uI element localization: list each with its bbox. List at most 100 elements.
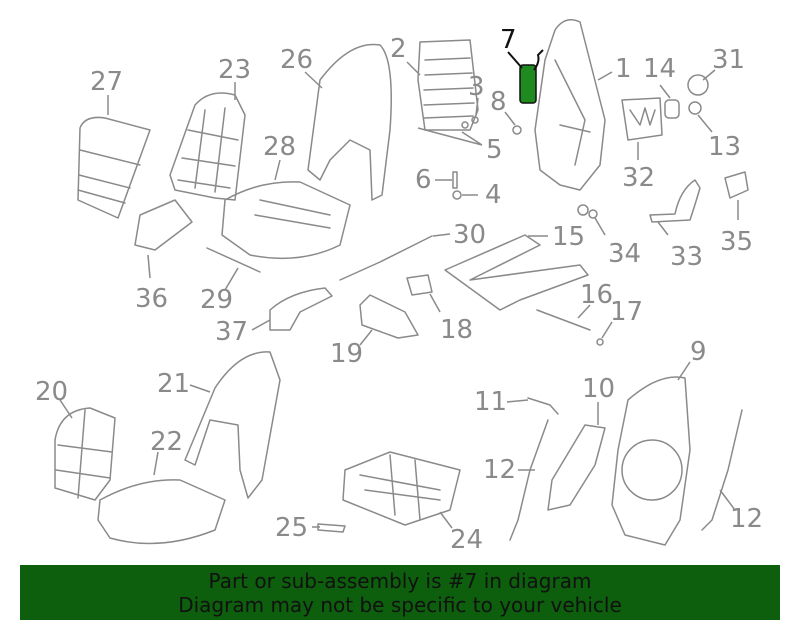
leader-14 [659,84,671,99]
part-29-shape [206,247,261,273]
callout-2: 2 [390,34,407,64]
leader-16 [577,304,591,319]
leader-19 [359,329,373,346]
leader-9 [677,361,691,381]
leader-3 [475,97,479,116]
callout-16: 16 [580,280,613,310]
leader-33 [657,221,669,236]
callout-22: 22 [150,427,183,457]
part-16-shape [536,309,591,331]
part-1-shape [534,19,606,191]
leader-18 [429,293,441,313]
callout-12-left: 12 [483,455,516,485]
part-32-mark [629,107,656,126]
callout-24: 24 [450,525,483,555]
parts-diagram: 1 2 3 4 5 6 7 8 9 10 11 12 12 13 14 15 1… [35,19,763,555]
leader-13 [697,114,713,133]
callout-23: 23 [218,55,251,85]
part-10-shape [547,424,606,511]
part-12-shape-left [509,419,549,541]
callout-36: 36 [135,284,168,314]
part-11-shape [527,397,559,415]
part-37-shape [269,287,333,331]
callout-20: 20 [35,377,68,407]
callout-21: 21 [157,369,190,399]
callout-32: 32 [622,163,655,193]
part-27-shape [77,116,151,219]
part-24-shape [342,451,461,526]
leader-7 [507,51,523,69]
info-banner: Part or sub-assembly is #7 in diagram Di… [20,565,780,620]
callout-33: 33 [670,242,703,272]
part-33-shape [649,179,701,223]
callout-3: 3 [468,72,485,102]
callout-35: 35 [720,227,753,257]
callout-10: 10 [582,374,615,404]
part-34-shape-b [588,209,598,219]
part-32-shape [621,97,663,141]
part-18-shape [406,274,433,296]
callout-7: 7 [500,25,517,55]
part-1-inner [554,59,591,166]
callout-28: 28 [263,132,296,162]
part-22-shape [97,479,226,545]
leader-26 [304,71,323,89]
callout-11: 11 [474,387,507,417]
leader-34 [594,217,606,236]
callout-31: 31 [712,45,745,75]
part-7-shape [519,64,537,104]
callout-18: 18 [440,315,473,345]
leader-5 [417,127,483,146]
callout-9: 9 [690,337,707,367]
callout-37: 37 [215,317,248,347]
part-14-shape [664,99,680,119]
callout-26: 26 [280,45,313,75]
part-20-grid [55,409,113,499]
banner-line-1: Part or sub-assembly is #7 in diagram [208,568,592,593]
part-shapes [54,19,749,546]
leader-20 [59,399,73,419]
leader-lines [59,51,739,529]
callout-8: 8 [490,87,507,117]
leader-2 [406,61,421,76]
part-20-shape [54,407,116,501]
part-3-shape [471,116,479,124]
callout-30: 30 [453,220,486,250]
callout-13: 13 [708,132,741,162]
callout-5: 5 [486,135,503,165]
part-35-shape [724,171,749,199]
part-19-shape [359,294,419,339]
callout-27: 27 [90,67,123,97]
part-28-shape [221,181,351,260]
leader-29 [224,267,239,291]
callout-34: 34 [608,239,641,269]
part-6-shape [452,171,458,189]
part-31-shape [687,74,709,96]
callout-19: 19 [330,339,363,369]
leader-21 [189,384,211,393]
part-2-shape [417,39,479,131]
part-24-grid [359,454,441,521]
callout-17: 17 [610,297,643,327]
part-25-shape [317,523,346,533]
leader-36 [147,254,151,279]
part-23-shape [169,92,246,201]
leader-22 [153,451,159,476]
part-21-shape [184,351,281,499]
leader-24 [439,511,453,529]
callout-4: 4 [485,180,502,210]
part-17-shape [596,338,604,346]
callout-6: 6 [415,165,432,195]
part-26-shape [307,43,392,201]
part-15-shape [444,234,589,311]
part-36-shape [134,199,193,251]
callout-labels: 1 2 3 4 5 6 7 8 9 10 11 12 12 13 14 15 1… [35,25,763,555]
part-4-shape [452,190,462,200]
callout-15: 15 [552,222,585,252]
part-8-shape [512,125,522,135]
part-9-ring [621,439,683,501]
part-5-shape [461,121,469,129]
callout-14: 14 [643,54,676,84]
part-13-shape [688,101,702,115]
leader-8 [504,111,516,126]
